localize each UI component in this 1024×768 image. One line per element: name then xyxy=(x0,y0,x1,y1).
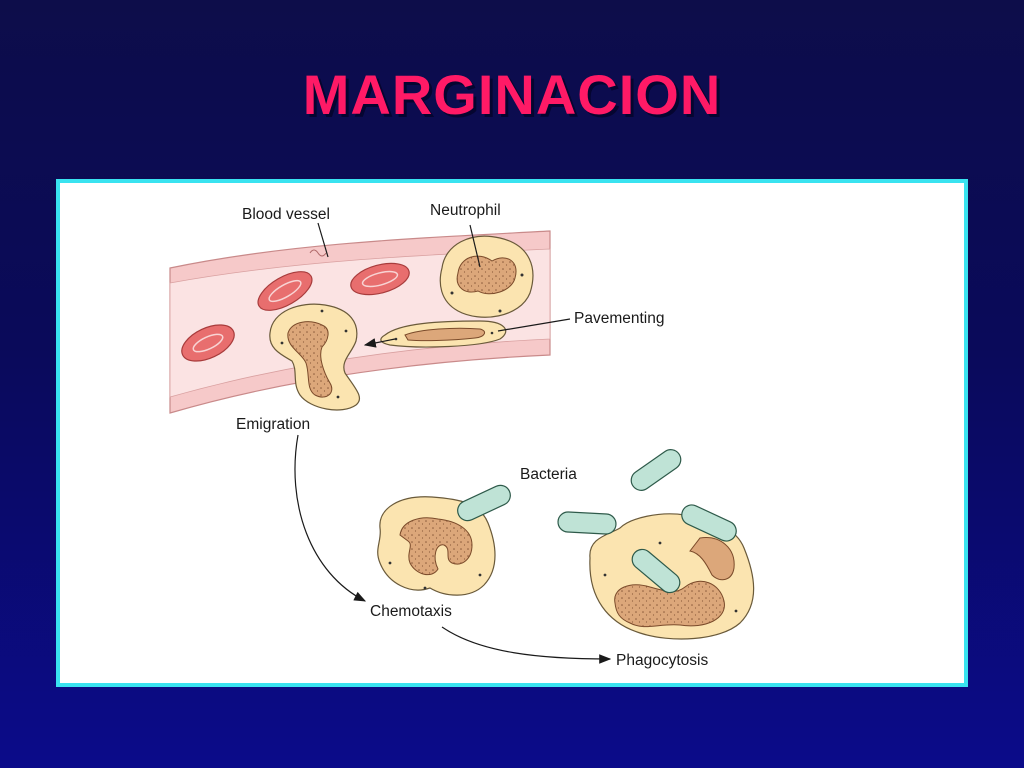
neutrophil-label: Neutrophil xyxy=(430,202,501,219)
neutrophil-lumen xyxy=(439,235,534,318)
leader-lines xyxy=(294,222,612,664)
slide-title: MARGINACION xyxy=(302,63,722,126)
figure-frame: Blood vessel Neutrophil Pavementing Emig… xyxy=(56,179,968,687)
bacteria-label: Bacteria xyxy=(520,466,577,483)
bacterium xyxy=(681,504,737,542)
red-cell xyxy=(181,324,235,362)
neutrophil-chemotaxis xyxy=(377,496,496,596)
chemotaxis-label: Chemotaxis xyxy=(370,603,452,620)
blood-vessel-label: Blood vessel xyxy=(242,206,330,223)
neutrophil-pavementing xyxy=(380,320,507,348)
bacterium xyxy=(630,449,682,491)
neutrophil-emigrating xyxy=(269,303,361,411)
bacterium xyxy=(457,484,511,522)
bacteria-group xyxy=(457,449,737,594)
emigration-label: Emigration xyxy=(236,416,310,433)
margination-diagram: Blood vessel Neutrophil Pavementing Emig… xyxy=(169,202,755,669)
pavementing-arrow xyxy=(363,338,396,348)
red-cell xyxy=(257,271,313,311)
pavementing-leader xyxy=(497,318,571,332)
blood-vessel-leader xyxy=(317,222,329,258)
phagocytosis-label: Phagocytosis xyxy=(616,652,708,669)
chemotaxis-arrow xyxy=(441,626,612,664)
pavementing-label: Pavementing xyxy=(574,310,664,327)
bacterium xyxy=(631,548,681,594)
red-blood-cells xyxy=(181,262,410,362)
red-cell xyxy=(350,262,410,296)
neutrophil-leader xyxy=(469,224,481,268)
bacterium xyxy=(557,511,617,535)
emigration-arrow xyxy=(294,434,367,602)
